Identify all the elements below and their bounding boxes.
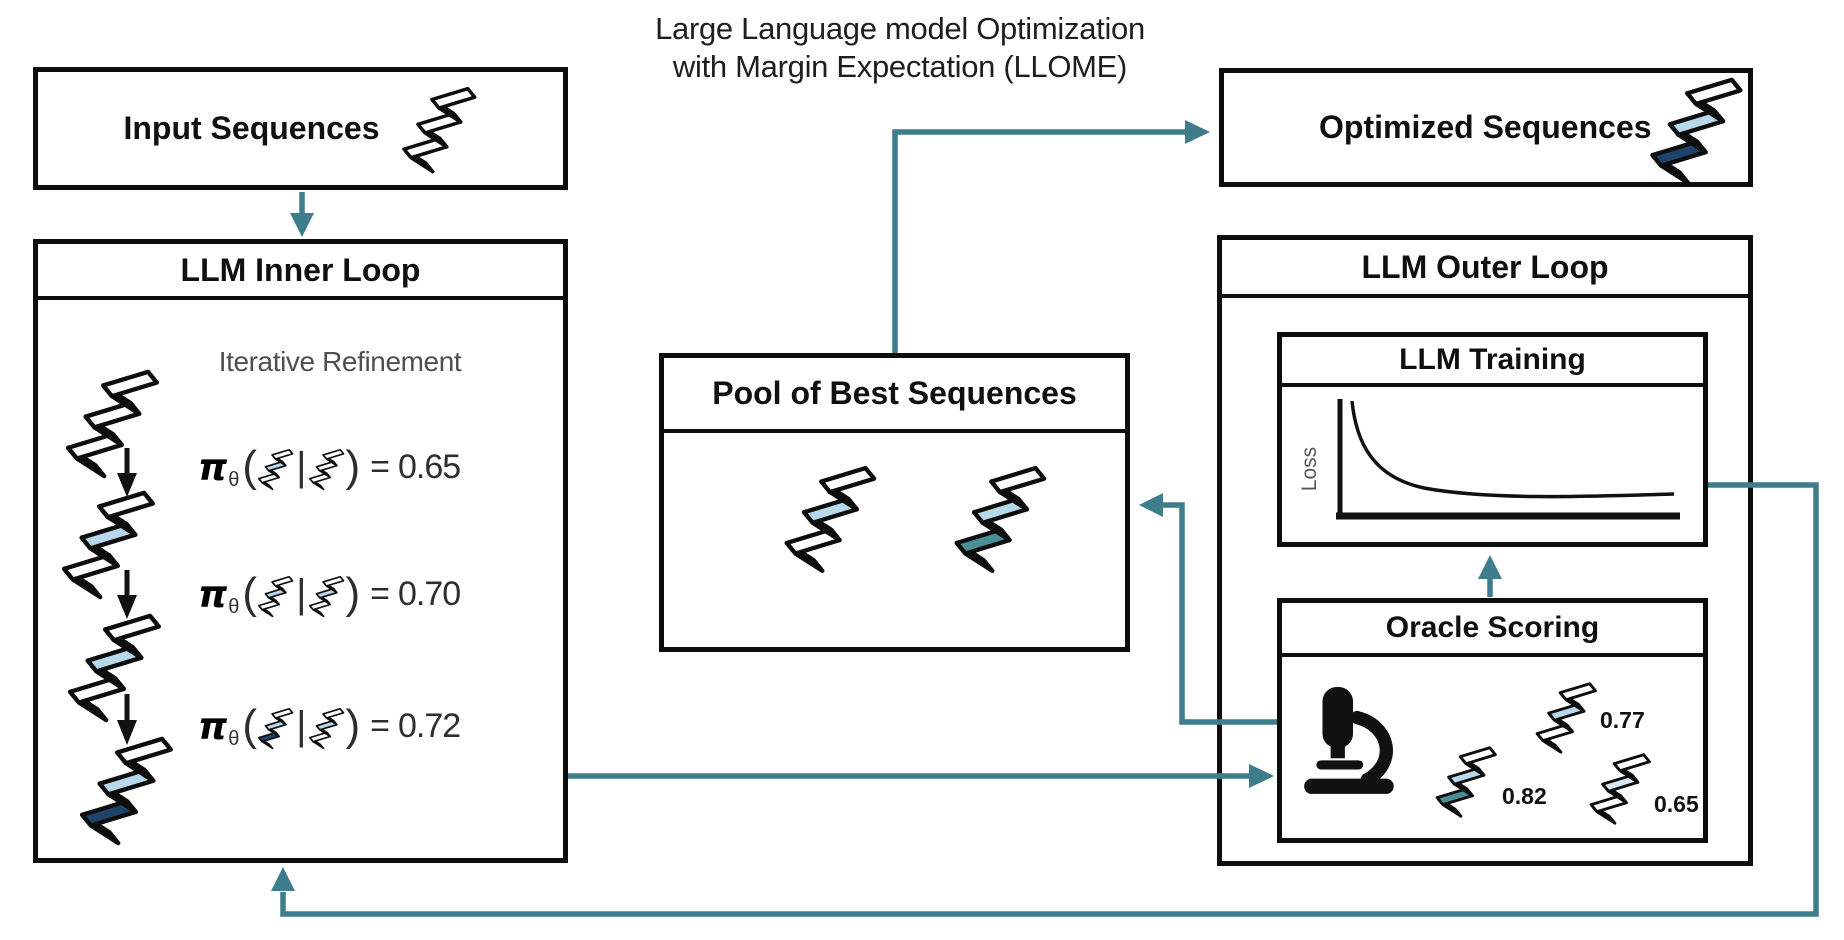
iterative-refinement-label: Iterative Refinement (218, 346, 462, 377)
likelihood-value: 0.70 (397, 574, 461, 613)
theta-subscript: θ (228, 595, 240, 618)
dna-icon (308, 706, 345, 750)
dna-icon (1534, 679, 1598, 755)
llm-inner-loop-label: LLM Inner Loop (180, 251, 421, 288)
llm-outer-loop-box: LLM Outer Loop LLM Training Loss Oracle … (1217, 235, 1753, 866)
equals-sign: = (370, 447, 390, 486)
oracle-score: 0.82 (1502, 783, 1547, 809)
arrow-input-to-inner-loop (290, 192, 314, 237)
dna-icon (58, 487, 158, 600)
close-paren: ) (345, 569, 361, 618)
dna-icon (64, 610, 164, 723)
likelihood-value: 0.72 (397, 706, 461, 745)
open-paren: ( (242, 569, 258, 618)
optimized-sequences-label: Optimized Sequences (1319, 109, 1652, 145)
diagram-title-line1: Large Language model Optimization (655, 11, 1145, 46)
llm-training-box: LLM Training Loss (1277, 332, 1708, 547)
policy-equation-3: π θ ( | ) = 0.72 (198, 694, 543, 758)
loss-axis-label: Loss (1298, 447, 1321, 491)
theta-subscript: θ (228, 727, 240, 750)
arrow-inner-loop-to-oracle (568, 764, 1274, 788)
dna-icon (257, 706, 294, 750)
loss-curve (1350, 400, 1675, 499)
dna-icon (62, 366, 162, 479)
input-sequences-label: Input Sequences (123, 110, 380, 146)
open-paren: ( (242, 701, 258, 750)
loss-curve-plot: Loss (1298, 399, 1680, 520)
equals-sign: = (370, 574, 390, 613)
pi-symbol: π (198, 704, 228, 748)
oracle-score: 0.65 (1654, 791, 1699, 817)
oracle-scoring-label: Oracle Scoring (1385, 611, 1600, 644)
diagram-title: Large Language model Optimization with M… (470, 10, 1330, 86)
dna-icon (952, 462, 1048, 574)
open-paren: ( (242, 442, 258, 491)
likelihood-value: 0.65 (397, 447, 461, 486)
llm-inner-loop-box: LLM Inner Loop Iterative Refinement π θ … (33, 239, 568, 863)
diagram-title-line2: with Margin Expectation (LLOME) (672, 48, 1128, 84)
conditional-bar: | (296, 444, 307, 489)
dna-icon (257, 574, 294, 618)
conditional-bar: | (296, 703, 307, 748)
dna-icon (308, 447, 345, 491)
dna-icon (1434, 741, 1498, 821)
conditional-bar: | (296, 571, 307, 616)
close-paren: ) (345, 442, 361, 491)
policy-equation-1: π θ ( | ) = 0.65 (198, 435, 543, 499)
theta-subscript: θ (228, 468, 240, 491)
input-sequences-box: Input Sequences (33, 67, 568, 190)
arrow-pool-to-optimized (892, 120, 1210, 353)
llm-inner-loop-header: LLM Inner Loop (38, 244, 563, 300)
oracle-scoring-header: Oracle Scoring (1282, 603, 1703, 657)
oracle-score: 0.77 (1600, 707, 1645, 733)
pi-symbol: π (198, 572, 228, 616)
dna-icon (1645, 74, 1747, 186)
dna-icon (76, 733, 176, 846)
optimized-sequences-box: Optimized Sequences (1219, 68, 1753, 187)
pool-label: Pool of Best Sequences (712, 375, 1077, 411)
pool-header: Pool of Best Sequences (664, 358, 1125, 433)
equals-sign: = (370, 706, 390, 745)
dna-icon (308, 574, 345, 618)
pi-symbol: π (198, 445, 228, 489)
pool-of-best-sequences-box: Pool of Best Sequences (659, 353, 1130, 652)
oracle-scoring-box: Oracle Scoring 0.77 0.82 0.65 (1277, 598, 1708, 843)
policy-equation-2: π θ ( | ) = 0.70 (198, 562, 543, 626)
llm-outer-loop-header: LLM Outer Loop (1222, 240, 1748, 298)
llm-outer-loop-label: LLM Outer Loop (1361, 248, 1609, 285)
dna-icon (782, 462, 878, 574)
close-paren: ) (345, 701, 361, 750)
microscope-icon (1304, 687, 1394, 794)
dna-icon (257, 447, 294, 491)
dna-icon (1588, 747, 1652, 829)
llm-training-header: LLM Training (1282, 337, 1703, 387)
dna-icon (400, 84, 478, 174)
llm-training-label: LLM Training (1399, 343, 1586, 376)
